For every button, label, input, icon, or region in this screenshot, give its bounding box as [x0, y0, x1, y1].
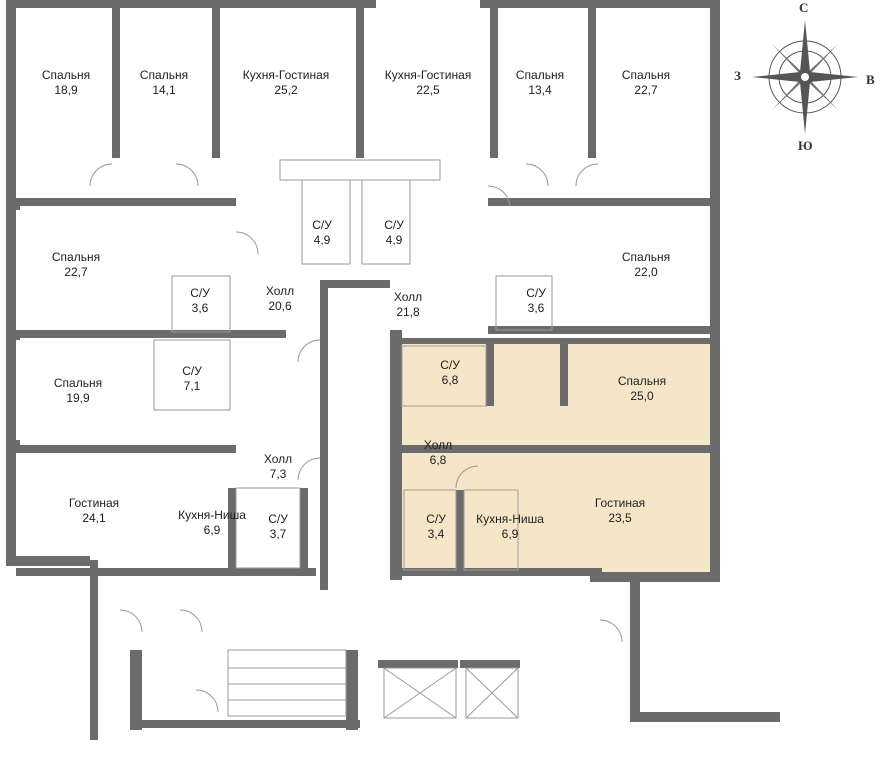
room-name: Спальня	[621, 250, 671, 264]
room-name: С/У	[384, 218, 404, 232]
room-area: 6,8	[429, 453, 447, 467]
room-area: 3,4	[427, 527, 445, 541]
compass-south: Ю	[798, 138, 813, 153]
room-name: Спальня	[41, 68, 91, 82]
room-area: 7,1	[183, 379, 201, 393]
walls	[6, 0, 780, 740]
room-name: Спальня	[621, 68, 671, 82]
room-area: 22,7	[634, 83, 658, 97]
room-area: 20,6	[268, 299, 292, 313]
room-area: 22,5	[416, 83, 440, 97]
room-area: 6,9	[203, 523, 221, 537]
room-name: Холл	[393, 290, 423, 304]
compass-north: С	[799, 0, 809, 15]
room-name: Кухня-Гостиная	[384, 68, 472, 82]
room-area: 21,8	[396, 305, 420, 319]
room-area: 3,6	[527, 301, 545, 315]
room-name: Кухня-Ниша	[178, 508, 246, 522]
compass-east: В	[866, 72, 875, 87]
room-name: Холл	[265, 284, 295, 298]
room-area: 4,9	[385, 233, 403, 247]
room-area: 22,0	[634, 265, 658, 279]
room-name: С/У	[190, 286, 210, 300]
room-name: С/У	[440, 358, 460, 372]
room-area: 7,3	[269, 467, 287, 481]
room-area: 3,6	[191, 301, 209, 315]
room-name: С/У	[182, 364, 202, 378]
room-area: 14,1	[152, 83, 176, 97]
room-area: 3,7	[269, 527, 287, 541]
room-area: 18,9	[54, 83, 78, 97]
room-name: Гостиная	[68, 496, 120, 510]
room-name: Спальня	[51, 250, 101, 264]
fixtures	[89, 159, 623, 719]
room-area: 25,2	[274, 83, 298, 97]
room-name: Гостиная	[594, 496, 646, 510]
room-name: С/У	[526, 286, 546, 300]
room-name: Спальня	[515, 68, 565, 82]
room-name: С/У	[426, 512, 446, 526]
room-area: 6,8	[441, 373, 459, 387]
room-name: С/У	[268, 512, 288, 526]
room-name: Спальня	[617, 374, 667, 388]
room-area: 24,1	[82, 511, 106, 525]
room-name: Кухня-Гостиная	[242, 68, 330, 82]
room-area: 6,9	[501, 527, 519, 541]
room-area: 25,0	[630, 389, 654, 403]
room-name: Кухня-Ниша	[476, 512, 544, 526]
compass-west: З	[734, 68, 741, 83]
compass-rose: С Ю З В	[730, 0, 880, 153]
room-name: Холл	[263, 452, 293, 466]
room-area: 4,9	[313, 233, 331, 247]
room-name: Спальня	[53, 376, 103, 390]
room-area: 13,4	[528, 83, 552, 97]
room-name: Спальня	[139, 68, 189, 82]
room-name: С/У	[312, 218, 332, 232]
room-area: 19,9	[66, 391, 90, 405]
room-area: 22,7	[64, 265, 88, 279]
room-name: Холл	[423, 438, 453, 452]
room-area: 23,5	[608, 511, 632, 525]
compass-icon	[752, 20, 858, 134]
highlighted-apartment[interactable]	[402, 340, 714, 572]
